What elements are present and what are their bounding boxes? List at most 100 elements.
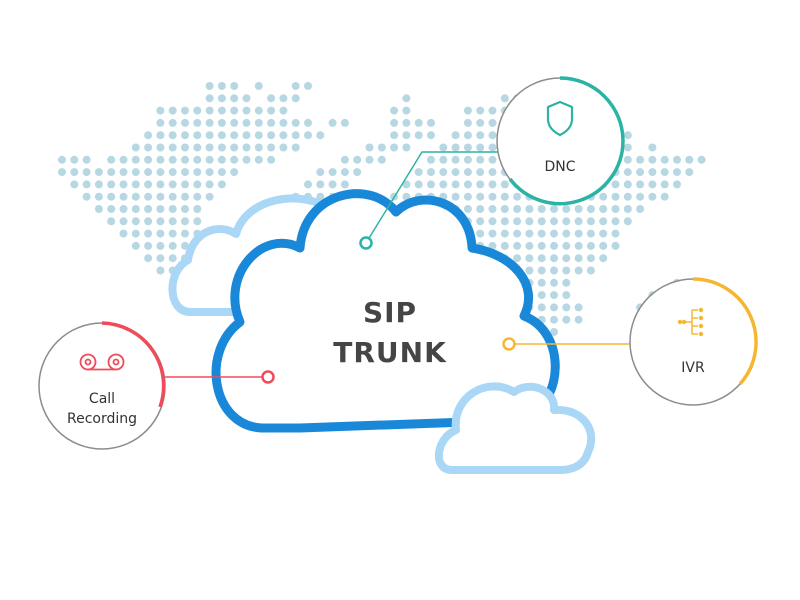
map-dot xyxy=(156,106,165,115)
map-dot xyxy=(217,118,226,127)
map-dot xyxy=(623,180,632,189)
call-recording-connector xyxy=(163,370,275,384)
map-dot xyxy=(439,180,448,189)
map-dot xyxy=(144,180,153,189)
map-dot xyxy=(476,118,485,127)
map-dot xyxy=(525,229,534,238)
map-dot xyxy=(488,155,497,164)
map-dot xyxy=(217,155,226,164)
map-dot xyxy=(476,143,485,152)
map-dot xyxy=(488,106,497,115)
map-dot xyxy=(365,155,374,164)
map-dot xyxy=(119,168,128,177)
map-dot xyxy=(230,131,239,140)
map-dot xyxy=(537,229,546,238)
map-dot xyxy=(168,143,177,152)
map-dot xyxy=(500,180,509,189)
map-dot xyxy=(550,303,558,312)
map-dot xyxy=(623,168,632,177)
tape-reel-icon xyxy=(79,353,125,371)
map-dot xyxy=(550,291,558,300)
map-dot xyxy=(217,106,226,115)
map-dot xyxy=(230,82,239,90)
map-dot xyxy=(463,118,472,127)
map-dot xyxy=(242,131,251,140)
map-dot xyxy=(144,155,153,164)
map-dot xyxy=(119,205,128,213)
map-dot xyxy=(131,180,140,189)
map-dot xyxy=(82,168,91,177)
map-dot xyxy=(611,180,620,189)
map-dot xyxy=(537,241,546,250)
map-dot xyxy=(316,131,325,140)
map-dot xyxy=(119,229,128,238)
map-dot xyxy=(156,180,165,189)
map-dot xyxy=(451,155,460,164)
map-dot xyxy=(168,205,177,213)
map-dot xyxy=(70,168,79,177)
map-dot xyxy=(168,229,177,238)
map-dot xyxy=(574,205,583,213)
map-dot xyxy=(390,143,399,152)
map-dot xyxy=(144,205,153,213)
map-dot xyxy=(476,180,485,189)
map-dot xyxy=(144,254,153,263)
center-title-line1: SIP xyxy=(363,296,417,329)
map-dot xyxy=(660,192,669,201)
map-dot xyxy=(217,131,226,140)
map-dot xyxy=(230,94,239,103)
map-dot xyxy=(623,217,632,226)
map-dot xyxy=(673,168,681,177)
map-dot xyxy=(500,229,509,238)
dnc-node: DNC xyxy=(496,76,625,206)
map-dot xyxy=(267,118,276,127)
map-dot xyxy=(451,180,460,189)
map-dot xyxy=(402,118,411,127)
map-dot xyxy=(131,155,140,164)
map-dot xyxy=(648,168,657,177)
map-dot xyxy=(230,143,239,152)
map-dot xyxy=(316,168,325,177)
map-dot xyxy=(427,155,435,164)
map-dot xyxy=(353,168,362,177)
map-dot xyxy=(365,143,374,152)
map-dot xyxy=(205,180,214,189)
map-dot xyxy=(328,118,337,127)
map-dot xyxy=(586,229,595,238)
map-dot xyxy=(463,155,472,164)
map-dot xyxy=(193,205,202,213)
call-recording-node: Call Recording xyxy=(38,321,166,450)
map-dot xyxy=(463,143,472,152)
map-dot xyxy=(611,205,620,213)
map-dot xyxy=(673,180,681,189)
map-dot xyxy=(340,168,349,177)
map-dot xyxy=(181,205,189,213)
map-dot xyxy=(402,106,411,115)
map-dot xyxy=(611,217,620,226)
front-cloud xyxy=(434,382,596,474)
map-dot xyxy=(156,118,165,127)
map-dot xyxy=(550,328,558,336)
map-dot xyxy=(660,168,669,177)
map-dot xyxy=(550,278,558,287)
map-dot xyxy=(427,131,435,140)
map-dot xyxy=(242,106,251,115)
map-dot xyxy=(586,266,595,275)
map-dot xyxy=(267,94,276,103)
map-dot xyxy=(525,254,534,263)
map-dot xyxy=(181,131,189,140)
map-dot xyxy=(58,155,66,164)
map-dot xyxy=(156,143,165,152)
map-dot xyxy=(463,168,472,177)
map-dot xyxy=(205,82,214,90)
map-dot xyxy=(476,168,485,177)
map-dot xyxy=(205,155,214,164)
map-dot xyxy=(267,155,276,164)
map-dot xyxy=(242,94,251,103)
map-dot xyxy=(205,131,214,140)
map-dot xyxy=(156,241,165,250)
map-dot xyxy=(107,217,116,226)
map-dot xyxy=(636,205,645,213)
map-dot xyxy=(599,241,608,250)
map-dot xyxy=(550,266,558,275)
